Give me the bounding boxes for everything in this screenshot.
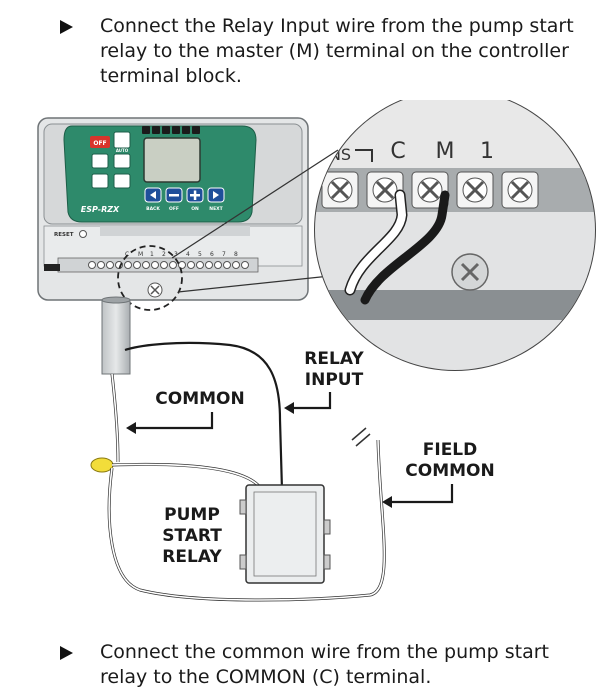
reset-label: RESET bbox=[54, 232, 74, 238]
reset-button[interactable] bbox=[79, 230, 87, 238]
pump-start-relay-label-line3: RELAY bbox=[162, 547, 222, 567]
controller: OFF AUTO BACK OFF ON NEXT ESP-RZX bbox=[37, 117, 309, 301]
nav-buttons: BACK OFF ON NEXT bbox=[144, 187, 225, 212]
left-buttons: OFF AUTO bbox=[90, 131, 131, 189]
zoom-label-1: 1 bbox=[480, 139, 494, 164]
back-arrow-icon bbox=[150, 191, 156, 199]
func-button-2[interactable] bbox=[113, 153, 131, 169]
station-2-label: 2 bbox=[162, 251, 166, 258]
func-button-4[interactable] bbox=[113, 173, 131, 189]
field-common-label-line1: FIELD bbox=[423, 440, 478, 460]
instruction-step-1: Connect the Relay Input wire from the pu… bbox=[60, 14, 580, 94]
pump-start-relay-box bbox=[239, 484, 331, 584]
off-button[interactable] bbox=[90, 136, 110, 148]
common-wire bbox=[111, 373, 119, 463]
wire-break-mark bbox=[351, 427, 371, 447]
station-3-label: 3 bbox=[174, 251, 178, 258]
station-number-labels: 1 2 3 4 5 6 7 8 bbox=[150, 251, 238, 258]
station-8-label: 8 bbox=[234, 251, 238, 258]
relay-input-label-line1: RELAY bbox=[304, 349, 364, 369]
instruction-text-2: Connect the common wire from the pump st… bbox=[100, 641, 549, 688]
nav-label-next: NEXT bbox=[209, 206, 223, 212]
bullet-triangle-icon bbox=[60, 20, 73, 34]
instruction-step-2: Connect the common wire from the pump st… bbox=[60, 640, 580, 690]
off-button-label: OFF bbox=[93, 140, 106, 147]
common-label: COMMON bbox=[155, 389, 244, 409]
conduit-pipe bbox=[101, 299, 131, 375]
func-button-3[interactable] bbox=[91, 173, 109, 189]
lcd-screen bbox=[143, 137, 201, 183]
relay-input-label-line2: INPUT bbox=[305, 370, 364, 390]
brand-label: ESP-RZX bbox=[81, 205, 120, 214]
wire-nut-icon bbox=[90, 457, 114, 473]
wiring-diagram: OFF AUTO BACK OFF ON NEXT ESP-RZX bbox=[37, 100, 596, 602]
func-button-1[interactable] bbox=[91, 153, 109, 169]
lcd-top-icons bbox=[142, 126, 200, 134]
zoom-connector-top bbox=[171, 149, 339, 259]
next-arrow-icon bbox=[213, 191, 219, 199]
zoom-label-c: C bbox=[390, 139, 405, 164]
zoom-white-wire bbox=[346, 191, 407, 294]
station-5-label: 5 bbox=[198, 251, 202, 258]
field-common-wire bbox=[108, 439, 386, 601]
common-arrow bbox=[136, 412, 214, 430]
station-1-label: 1 bbox=[150, 251, 154, 258]
zoom-terminal-screws bbox=[321, 171, 539, 209]
relay-input-wire bbox=[124, 341, 284, 491]
small-label-m: M bbox=[138, 251, 143, 258]
instruction-text-1: Connect the Relay Input wire from the pu… bbox=[100, 15, 574, 87]
zoom-black-wire bbox=[360, 190, 450, 305]
station-7-label: 7 bbox=[222, 251, 226, 258]
pump-start-relay-label-line1: PUMP bbox=[164, 505, 220, 525]
bullet-triangle-icon bbox=[60, 646, 73, 660]
zoom-view: NS C M 1 bbox=[314, 100, 596, 371]
station-6-label: 6 bbox=[210, 251, 214, 258]
auto-button[interactable] bbox=[113, 131, 131, 149]
field-common-arrow bbox=[392, 484, 454, 504]
station-4-label: 4 bbox=[186, 251, 190, 258]
zoom-label-m: M bbox=[436, 139, 455, 164]
zoom-connector-bottom bbox=[177, 275, 331, 293]
pump-start-relay-label-line2: START bbox=[162, 526, 222, 546]
nav-label-off: OFF bbox=[169, 206, 179, 212]
field-common-label-line2: COMMON bbox=[405, 461, 494, 481]
minus-icon bbox=[169, 194, 179, 197]
magnifier-circle bbox=[117, 245, 183, 311]
nav-label-on: ON bbox=[191, 206, 199, 212]
auto-button-label: AUTO bbox=[116, 148, 129, 153]
relay-input-arrow bbox=[292, 392, 332, 410]
nav-label-back: BACK bbox=[146, 206, 160, 212]
